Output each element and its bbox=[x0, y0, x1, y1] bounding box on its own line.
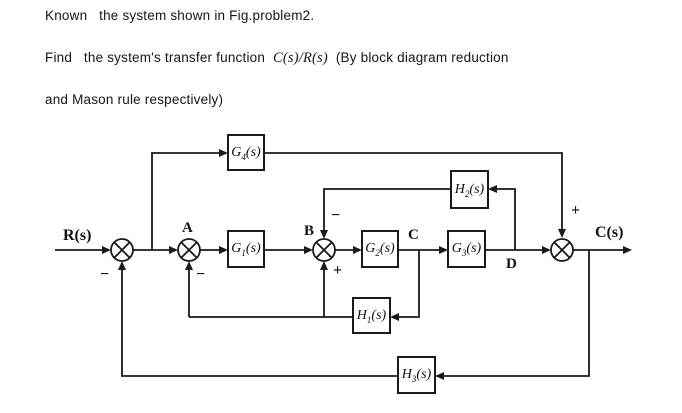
block-g2-box bbox=[361, 230, 399, 268]
arrow-h3-into-sum1 bbox=[118, 261, 126, 270]
sign-sum1-minus: − bbox=[100, 266, 110, 283]
g2-arg: (s) bbox=[379, 241, 395, 256]
node-a-label: A bbox=[182, 220, 193, 236]
line-out-to-h3 bbox=[444, 250, 590, 377]
arrow-into-g3 bbox=[439, 246, 448, 254]
summing-junction-1 bbox=[110, 238, 134, 262]
line-h2-to-b bbox=[323, 188, 451, 230]
arrow-into-g2 bbox=[353, 246, 362, 254]
summing-junction-b bbox=[312, 238, 336, 262]
g1-arg: (s) bbox=[245, 241, 261, 256]
arrow-into-sum-b bbox=[304, 246, 313, 254]
g2-sub: 2 bbox=[375, 248, 380, 258]
problem-line-2-prefix: Find the system's transfer function bbox=[45, 50, 273, 65]
node-c-label: C bbox=[408, 227, 419, 243]
arrow-output bbox=[623, 246, 632, 254]
node-d-label: D bbox=[506, 256, 517, 272]
block-g1-box bbox=[227, 230, 265, 268]
sign-sum-out-plus: + bbox=[571, 202, 581, 219]
arrow-h2-into-b bbox=[320, 230, 328, 239]
arrow-into-g4 bbox=[219, 149, 228, 157]
g4-base: G bbox=[231, 144, 242, 160]
problem-line-2: Find the system's transfer function C(s)… bbox=[45, 50, 509, 67]
block-g4-box bbox=[227, 134, 265, 171]
g4-arg: (s) bbox=[245, 144, 261, 160]
line-branch-to-g4 bbox=[151, 152, 219, 250]
sign-sum-b-minus: − bbox=[331, 207, 341, 224]
block-boxes bbox=[227, 134, 489, 394]
problem-line-3: and Mason rule respectively) bbox=[45, 92, 224, 107]
line-h3-to-sum1 bbox=[121, 270, 398, 377]
g1-base: G bbox=[231, 241, 242, 256]
arrow-into-sumout bbox=[542, 246, 551, 254]
arrow-h1-into-a bbox=[185, 261, 193, 270]
transfer-function-math: C(s)/R(s) bbox=[272, 50, 328, 66]
h1-base: H bbox=[356, 307, 367, 323]
arrow-g4-into-sumout bbox=[558, 229, 566, 238]
arrow-into-g1 bbox=[219, 246, 228, 254]
h1-sub: 1 bbox=[366, 314, 372, 325]
line-g4-to-sumout bbox=[264, 152, 563, 229]
block-h1-box bbox=[352, 297, 391, 334]
line-d-to-h2 bbox=[497, 188, 516, 250]
node-b-label: B bbox=[304, 223, 315, 239]
block-h2-box bbox=[450, 170, 489, 209]
summing-junction-output bbox=[550, 238, 574, 262]
sign-sum-a-minus: − bbox=[196, 266, 206, 283]
h3-arg: (s) bbox=[416, 367, 432, 382]
h3-sub: 3 bbox=[411, 374, 417, 384]
g3-base: G bbox=[451, 241, 462, 256]
arrow-into-h3 bbox=[435, 372, 444, 380]
h3-base: H bbox=[401, 367, 412, 382]
problem-line-1: Known the system shown in Fig.problem2. bbox=[45, 8, 315, 23]
block-h3-box bbox=[397, 356, 436, 394]
h2-arg: (s) bbox=[469, 181, 485, 197]
g3-sub: 3 bbox=[461, 248, 467, 258]
signal-lines bbox=[55, 152, 623, 377]
g4-sub: 4 bbox=[241, 151, 246, 162]
block-g3-box bbox=[447, 230, 486, 268]
output-signal-label: C(s) bbox=[595, 224, 624, 241]
summing-junction-a bbox=[177, 238, 201, 262]
g1-sub: 1 bbox=[241, 248, 246, 258]
arrowheads bbox=[102, 149, 632, 380]
h1-arg: (s) bbox=[371, 307, 387, 323]
arrow-into-h2 bbox=[488, 185, 497, 193]
sign-sum-b-plus: + bbox=[333, 262, 343, 279]
problem-line-2-suffix: (By block diagram reduction bbox=[327, 50, 509, 65]
arrow-into-sum1 bbox=[102, 246, 111, 254]
arrow-h1-into-b bbox=[320, 261, 328, 270]
summing-junctions bbox=[110, 238, 574, 262]
h2-sub: 2 bbox=[464, 188, 470, 199]
h2-base: H bbox=[454, 181, 465, 197]
g3-arg: (s) bbox=[466, 241, 482, 256]
input-signal-label: R(s) bbox=[63, 227, 92, 244]
line-c-to-h1 bbox=[399, 250, 420, 318]
arrow-into-sum-a bbox=[169, 246, 178, 254]
g2-base: G bbox=[365, 241, 376, 256]
arrow-into-h1 bbox=[390, 313, 399, 321]
